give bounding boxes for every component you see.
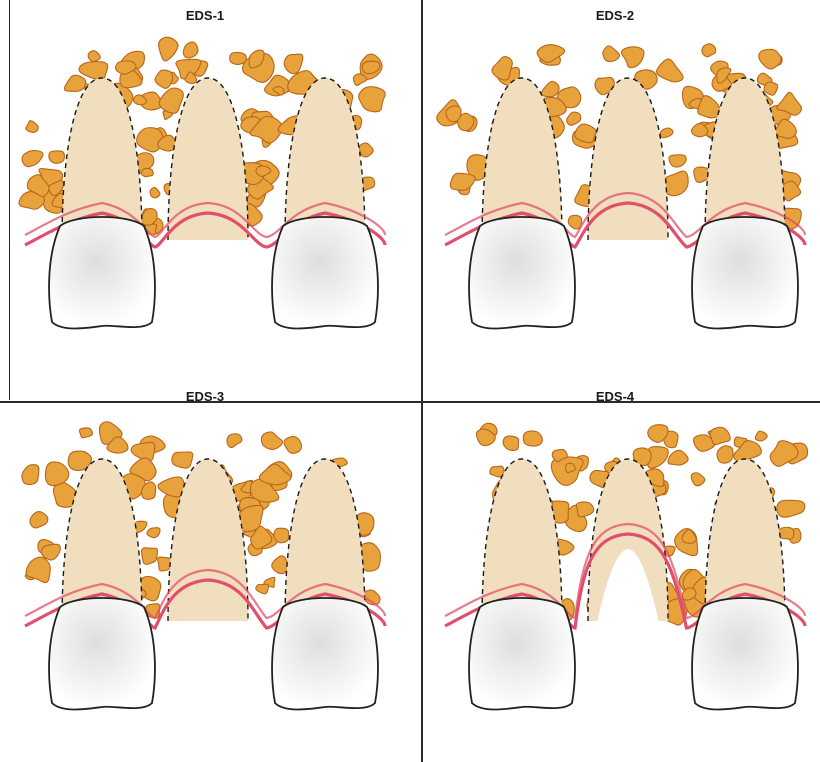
- bone-fragment: [227, 434, 242, 448]
- horizontal-divider: [0, 401, 820, 403]
- bone-fragment: [30, 512, 48, 528]
- tooth-crown: [692, 598, 798, 710]
- bone-fragment: [755, 431, 767, 441]
- bone-fragment: [284, 54, 303, 73]
- bone-fragment: [159, 88, 183, 113]
- bone-fragment: [764, 82, 778, 95]
- bone-fragment: [576, 502, 593, 517]
- bone-fragment: [353, 74, 366, 86]
- tooth-crown: [469, 217, 575, 329]
- panel-title: EDS-1: [0, 8, 410, 23]
- tooth-crown: [49, 217, 155, 329]
- bone-fragment: [26, 121, 38, 133]
- bone-fragment: [603, 46, 620, 62]
- bone-fragment: [621, 47, 643, 68]
- bone-fragment: [660, 128, 673, 138]
- bone-fragment: [230, 52, 247, 64]
- bone-fragment: [155, 70, 173, 88]
- bone-fragment: [272, 556, 288, 574]
- bone-fragment: [150, 188, 160, 198]
- bone-fragment: [541, 81, 559, 96]
- bone-fragment: [79, 428, 92, 438]
- tooth-crown: [469, 598, 575, 710]
- bone-fragment: [172, 452, 193, 468]
- bone-fragment: [668, 450, 688, 465]
- bone-fragment: [503, 436, 518, 450]
- diagram-eds-2: [410, 0, 820, 381]
- bone-fragment: [64, 75, 85, 91]
- bone-fragment: [261, 432, 282, 450]
- bone-fragment: [717, 446, 733, 463]
- panel-eds-2: EDS-2: [410, 0, 820, 381]
- bone-fragment: [446, 106, 461, 122]
- bone-fragment: [142, 548, 158, 564]
- bone-fragment: [183, 42, 198, 58]
- panel-eds-4: EDS-4: [410, 381, 820, 762]
- bone-fragment: [49, 151, 65, 163]
- bone-fragment: [147, 528, 160, 538]
- left-border: [9, 0, 10, 400]
- bone-fragment: [79, 62, 108, 81]
- bone-fragment: [450, 173, 475, 190]
- bone-fragment: [759, 49, 781, 69]
- bone-fragment: [669, 155, 686, 167]
- bone-fragment: [657, 59, 683, 82]
- bone-fragment: [691, 473, 705, 486]
- bone-fragment: [88, 51, 100, 62]
- diagram-eds-1: [0, 0, 410, 381]
- bone-fragment: [284, 437, 301, 454]
- diagram-eds-3: [0, 381, 410, 762]
- bone-fragment: [567, 112, 581, 125]
- tooth-crown: [272, 217, 378, 329]
- bone-fragment: [22, 465, 39, 485]
- vertical-divider: [421, 0, 423, 762]
- bone-fragment: [523, 431, 542, 446]
- panel-eds-3: EDS-3: [0, 381, 410, 762]
- bone-fragment: [256, 584, 269, 594]
- bone-fragment: [702, 44, 716, 57]
- tooth-crown: [692, 217, 798, 329]
- bone-fragment: [274, 528, 289, 543]
- bone-fragment: [22, 151, 43, 167]
- bone-fragment: [359, 87, 386, 112]
- panel-eds-1: EDS-1: [0, 0, 410, 381]
- panel-title: EDS-2: [410, 8, 820, 23]
- bone-fragment: [575, 124, 596, 143]
- bone-fragment: [45, 462, 68, 486]
- bone-fragment: [158, 477, 184, 497]
- tooth-root: [588, 78, 668, 240]
- bone-fragment: [492, 57, 512, 80]
- tooth-crown: [49, 598, 155, 710]
- bone-fragment: [710, 427, 730, 444]
- bone-fragment: [141, 168, 153, 176]
- diagram-eds-4: [410, 381, 820, 762]
- bone-fragment: [359, 143, 373, 157]
- tooth-crown: [272, 598, 378, 710]
- bone-fragment: [159, 37, 178, 61]
- bone-fragment: [777, 500, 805, 517]
